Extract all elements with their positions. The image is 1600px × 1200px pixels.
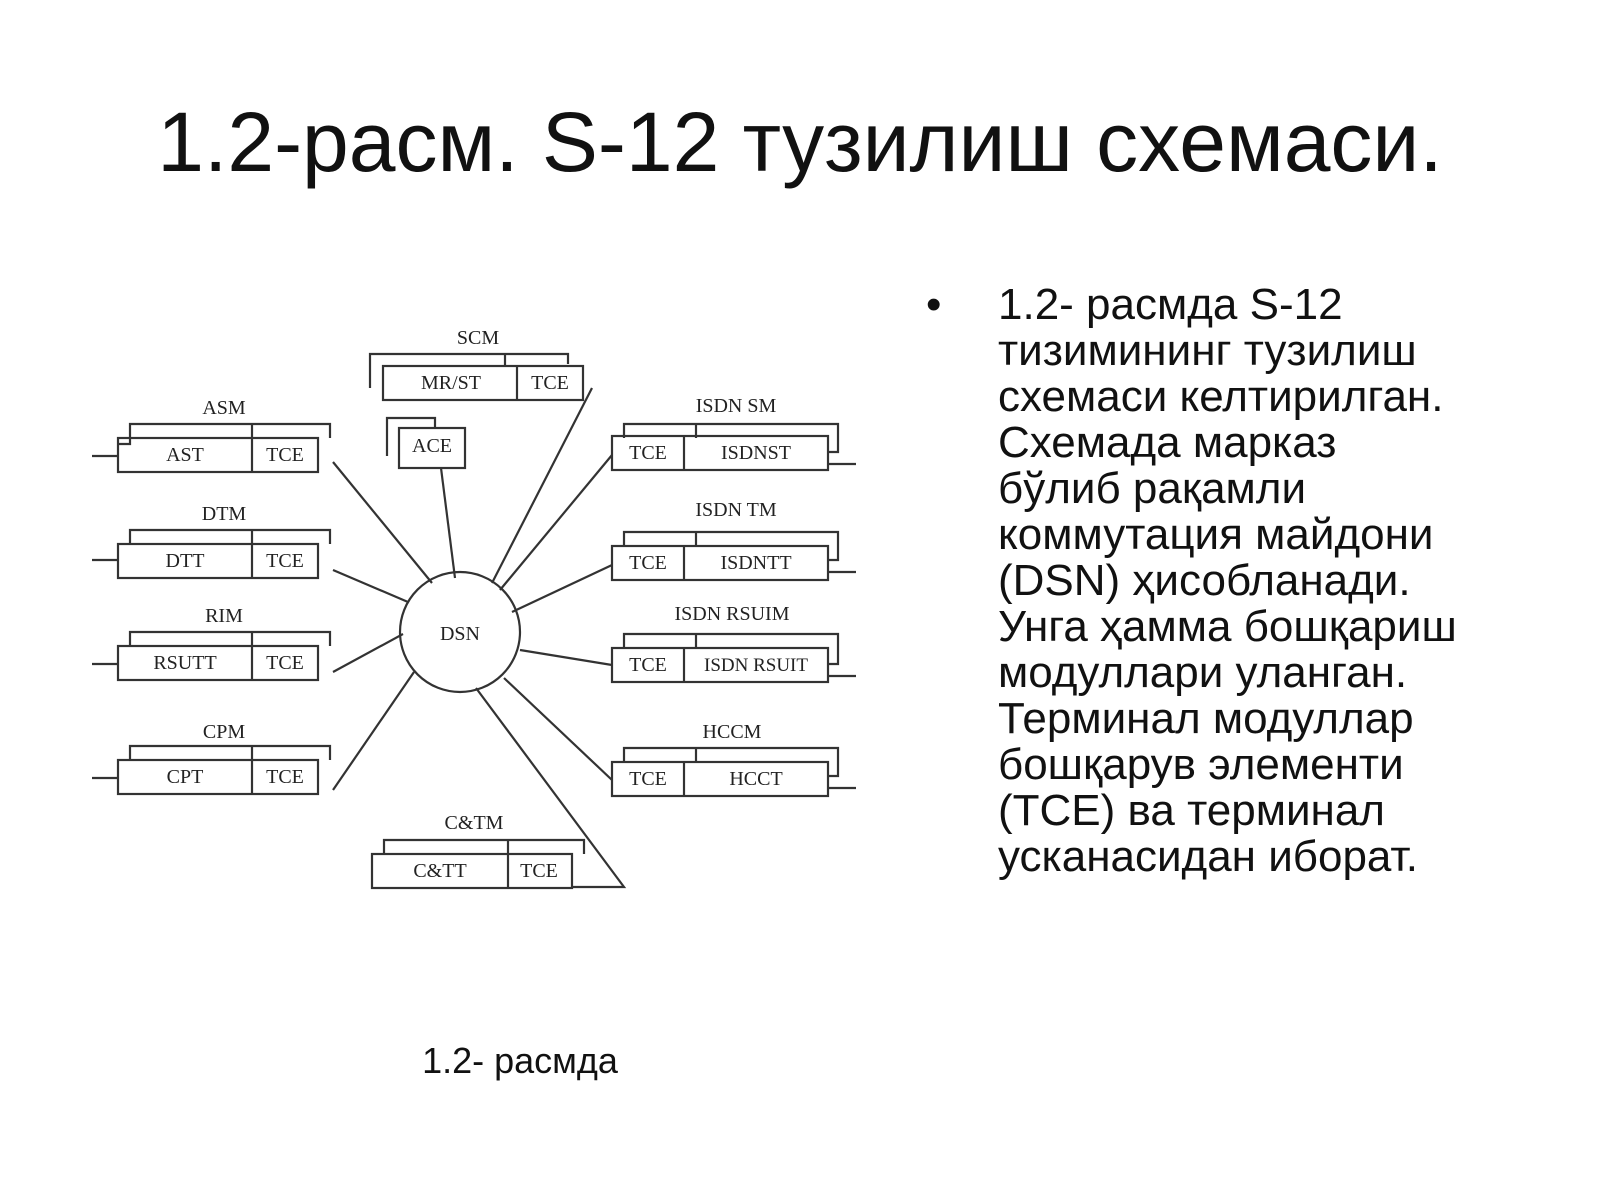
bullet-line: коммутация майдони (998, 510, 1434, 559)
bullet-icon: • (926, 280, 942, 329)
ace-label: ACE (412, 435, 452, 457)
cpm-name: CPM (203, 721, 245, 743)
isdnsm-name: ISDN SM (696, 395, 777, 417)
link-isdnsm (499, 454, 613, 591)
bullet-line: бошқарув элементи (998, 740, 1404, 789)
isdntm-tce: TCE (629, 552, 667, 574)
link-cpm (332, 671, 415, 791)
link-scm (491, 387, 593, 584)
isdnsm-tce: TCE (629, 442, 667, 464)
dtm-tce: TCE (266, 550, 304, 572)
bullet-line: Схемада марказ (998, 418, 1337, 467)
bullet-line: (DSN) ҳисобланади. (998, 556, 1411, 605)
diagram-canvas: DSN ACE SCM MR/ST TCE ASM AST TCE DTM DT… (92, 327, 856, 890)
bullet-line: Терминал модуллар (998, 694, 1414, 743)
bullet-line: схемаси келтирилган. (998, 372, 1444, 421)
hccm-unit: HCCT (729, 768, 782, 790)
asm-name: ASM (202, 397, 246, 419)
bullet-line: Унга ҳамма бошқариш (998, 602, 1457, 651)
s12-structure-diagram: DSN ACE SCM MR/ST TCE ASM AST TCE DTM DT… (0, 0, 900, 950)
bullet-line: усканасидан иборат. (998, 832, 1418, 881)
link-ace (439, 467, 457, 579)
link-dtm (332, 568, 409, 604)
ctm-unit: C&TT (413, 860, 466, 882)
asm-unit: AST (166, 444, 204, 466)
slide-title: 1.2-расм. S-12 тузилиш схемаси. (157, 95, 1443, 189)
link-hccm (503, 677, 613, 781)
dsn-label: DSN (440, 623, 480, 645)
rim-unit: RSUTT (153, 652, 216, 674)
link-isdntm (511, 564, 613, 613)
ctm-name: C&TM (445, 812, 504, 834)
isdntm-name: ISDN TM (695, 499, 777, 521)
cpm-tce: TCE (266, 766, 304, 788)
bullet-line: модуллари уланган. (998, 648, 1408, 697)
rim-tce: TCE (266, 652, 304, 674)
link-rim (332, 633, 404, 673)
isdnsm-unit: ISDNST (721, 442, 791, 464)
scm-tce: TCE (531, 372, 569, 394)
isdnrsuim-name: ISDN RSUIM (674, 603, 789, 625)
ctm-tce: TCE (520, 860, 558, 882)
bullet-line: тизимининг тузилиш (998, 326, 1417, 375)
isdnrsuim-tce: TCE (629, 654, 667, 676)
isdntm-unit: ISDNTT (720, 552, 791, 574)
link-isdnrsuim (519, 648, 613, 667)
asm-tce: TCE (266, 444, 304, 466)
dtm-unit: DTT (166, 550, 205, 572)
link-asm (332, 461, 433, 584)
hccm-tce: TCE (629, 768, 667, 790)
dsn-hub (398, 570, 522, 694)
link-ctm (475, 687, 627, 889)
bullet-line: (TCE) ва терминал (998, 786, 1385, 835)
scm-unit: MR/ST (421, 372, 481, 394)
bullet-line: 1.2- расмда S-12 (998, 280, 1343, 329)
rim-name: RIM (205, 605, 243, 627)
bullet-text: 1.2- расмда S-12 тизимининг тузилиш схем… (998, 282, 1598, 880)
figure-caption: 1.2- расмда (422, 1040, 618, 1081)
cpm-unit: CPT (167, 766, 204, 788)
scm-name: SCM (457, 327, 499, 349)
bullet-line: бўлиб рақамли (998, 464, 1307, 513)
dtm-name: DTM (202, 503, 247, 525)
isdnrsuim-unit: ISDN RSUIT (704, 655, 808, 676)
hccm-name: HCCM (703, 721, 762, 743)
